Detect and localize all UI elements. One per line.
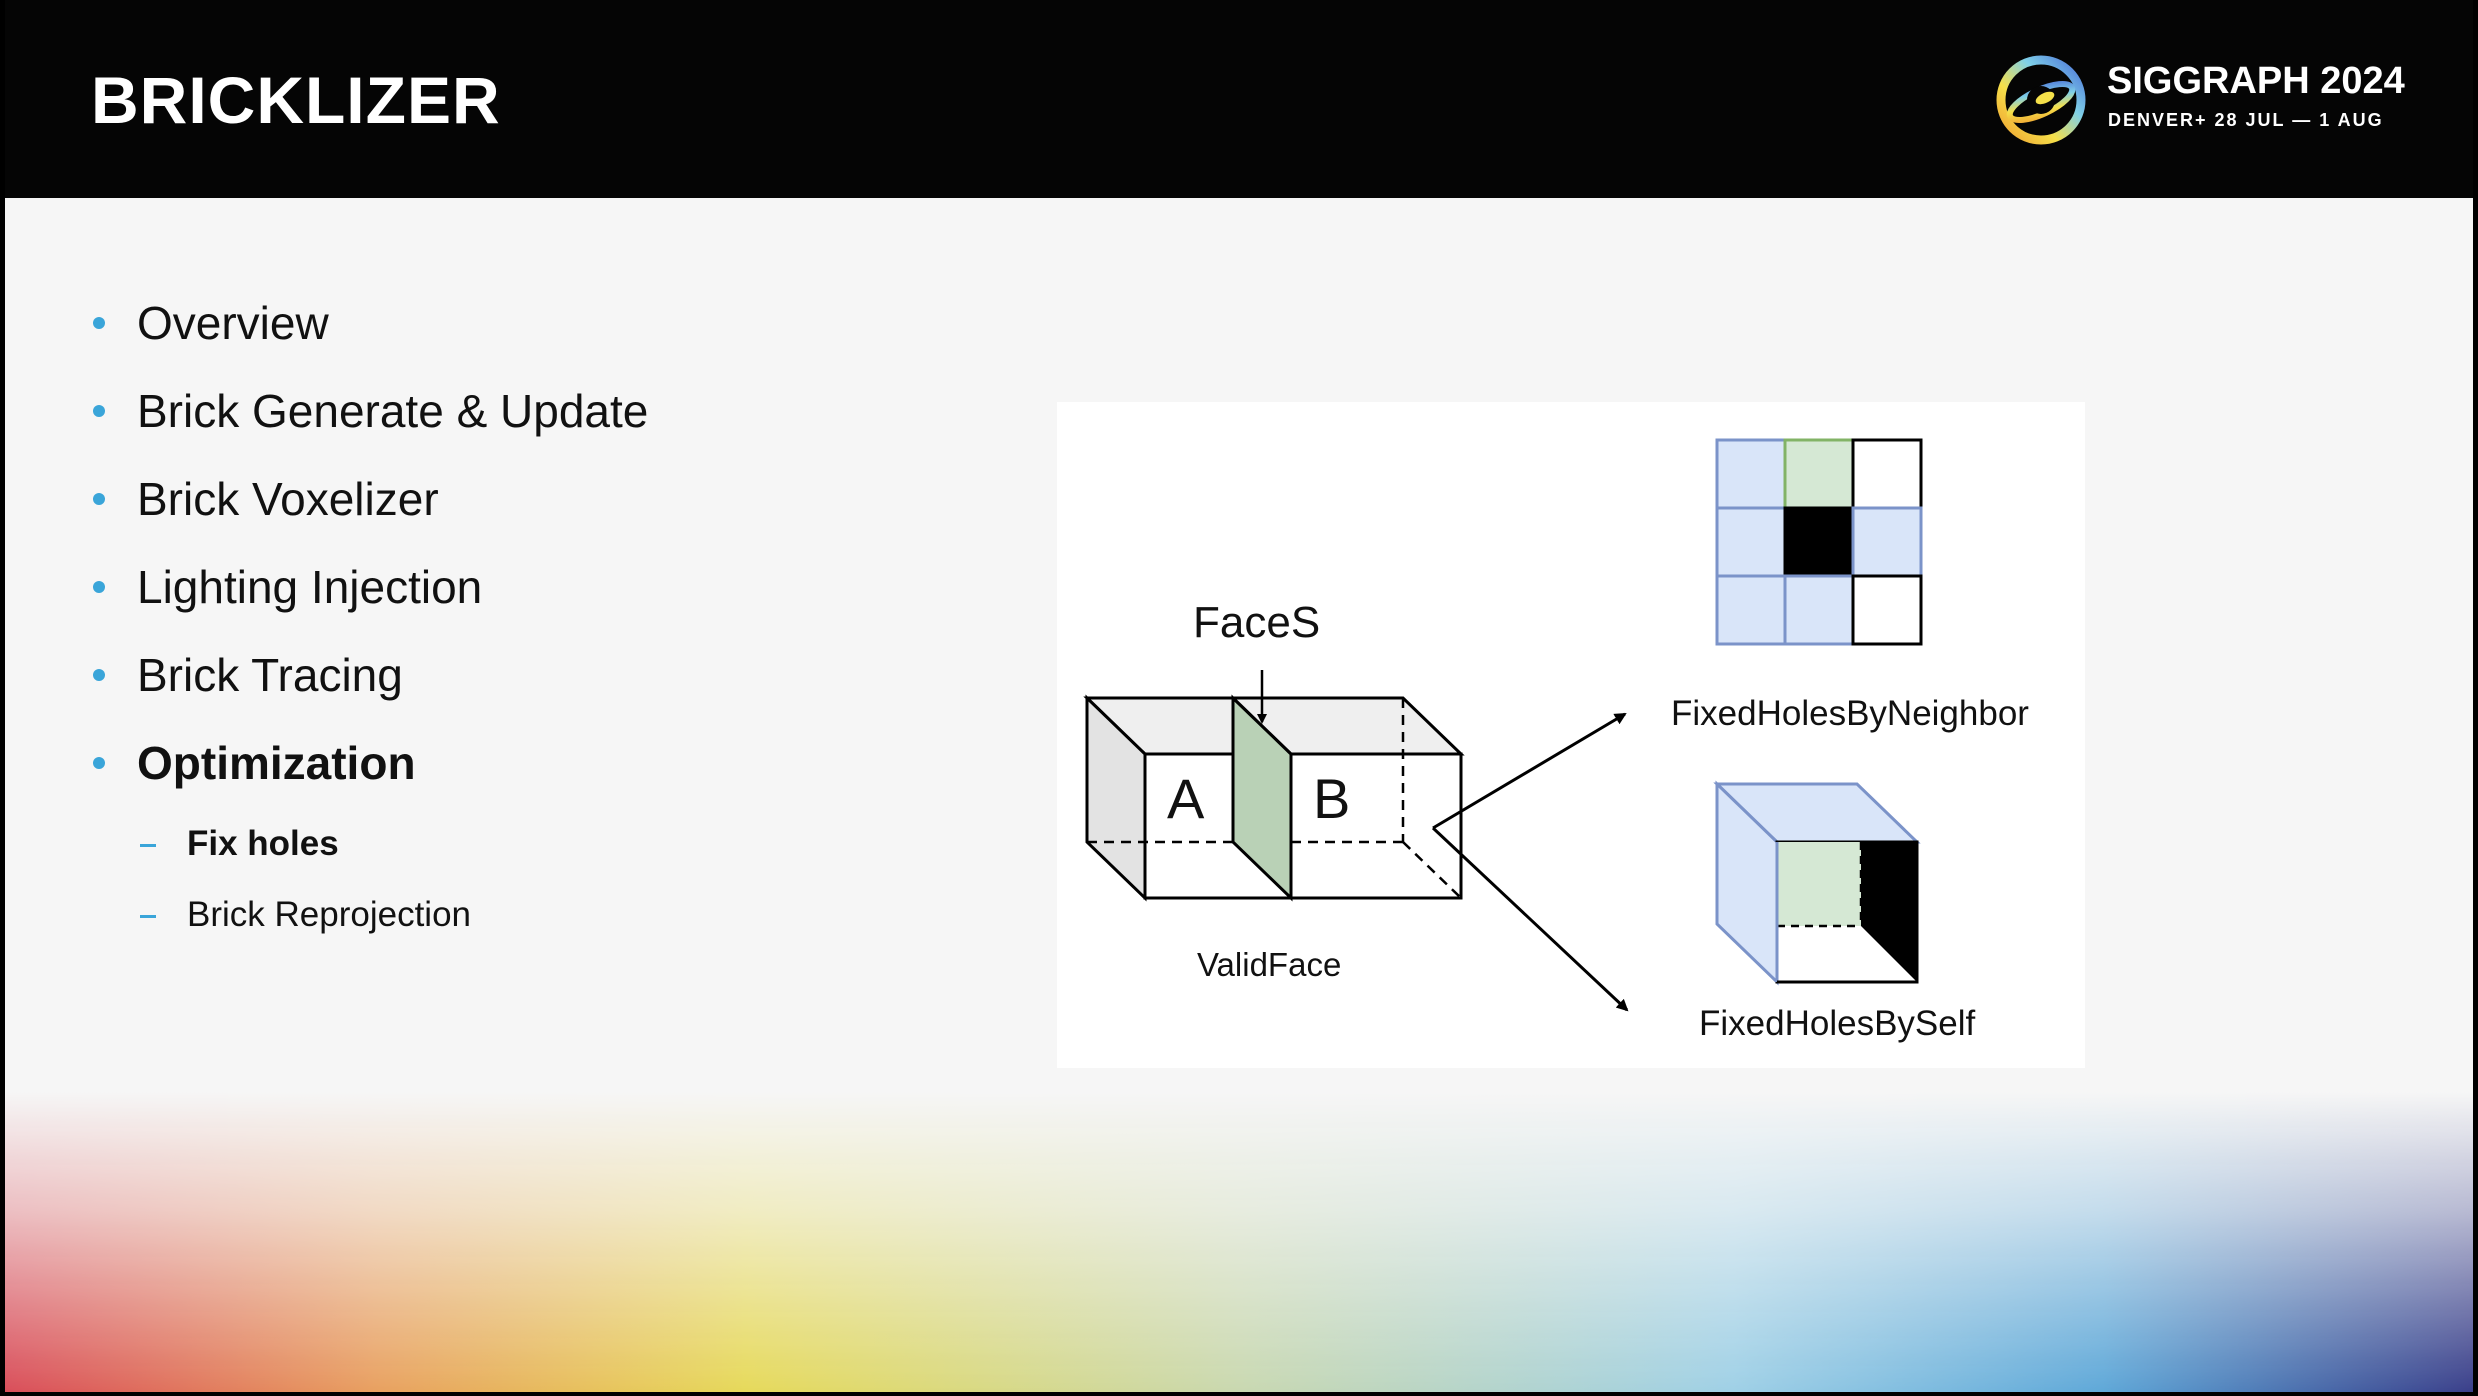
bullet-dash-icon bbox=[140, 915, 156, 918]
diagram-canvas bbox=[1083, 438, 1923, 1012]
siggraph-logo-name: SIGGRAPH 2024 bbox=[2107, 60, 2405, 102]
fixed-holes-by-self-label: FixedHolesBySelf bbox=[1699, 1004, 1976, 1043]
arrow-to-self bbox=[1431, 826, 1629, 1012]
list-item-label: Overview bbox=[137, 297, 329, 349]
arrow-to-neighbor bbox=[1432, 712, 1627, 830]
cube-a-label: A bbox=[1167, 767, 1205, 830]
list-item-label: Brick Tracing bbox=[137, 649, 403, 701]
bullet-dot-icon bbox=[93, 493, 105, 505]
neighbor-grid bbox=[1715, 438, 1923, 646]
list-item-label: Brick Generate & Update bbox=[137, 385, 649, 437]
bullet-dash-icon bbox=[140, 844, 156, 847]
self-cube-figure bbox=[1713, 780, 1921, 986]
slide: BRICKLIZER SIGGRAPH 2024 DENVER+ 28 JUL … bbox=[5, 0, 2473, 1392]
header-bar: BRICKLIZER SIGGRAPH 2024 DENVER+ 28 JUL … bbox=[5, 0, 2473, 198]
sub-list-item-label: Fix holes bbox=[187, 824, 339, 863]
bottom-gradient-decoration bbox=[5, 1092, 2473, 1392]
siggraph-logo-dates: DENVER+ 28 JUL — 1 AUG bbox=[2108, 110, 2384, 130]
list-item-label: Lighting Injection bbox=[137, 561, 483, 613]
slide-title: BRICKLIZER bbox=[91, 63, 501, 137]
list-item-label: Brick Voxelizer bbox=[137, 473, 439, 525]
fix-holes-diagram: FaceS A B ValidFace FixedHolesByNeighbor… bbox=[1057, 402, 2085, 1068]
bullet-dot-icon bbox=[93, 757, 105, 769]
cube-b-label: B bbox=[1313, 767, 1351, 830]
bullet-dot-icon bbox=[93, 405, 105, 417]
cube-pair-figure bbox=[1083, 670, 1465, 902]
bullet-dot-icon bbox=[93, 581, 105, 593]
bullet-dot-icon bbox=[93, 669, 105, 681]
faces-label: FaceS bbox=[1193, 598, 1321, 647]
valid-face-label: ValidFace bbox=[1197, 946, 1342, 983]
list-item-label: Optimization bbox=[137, 737, 416, 789]
fixed-holes-by-neighbor-label: FixedHolesByNeighbor bbox=[1671, 694, 2029, 733]
siggraph-logo-icon bbox=[1996, 55, 2086, 145]
bullet-dot-icon bbox=[93, 317, 105, 329]
sub-list-item-label: Brick Reprojection bbox=[187, 895, 471, 934]
cube-front-face bbox=[1143, 752, 1463, 900]
